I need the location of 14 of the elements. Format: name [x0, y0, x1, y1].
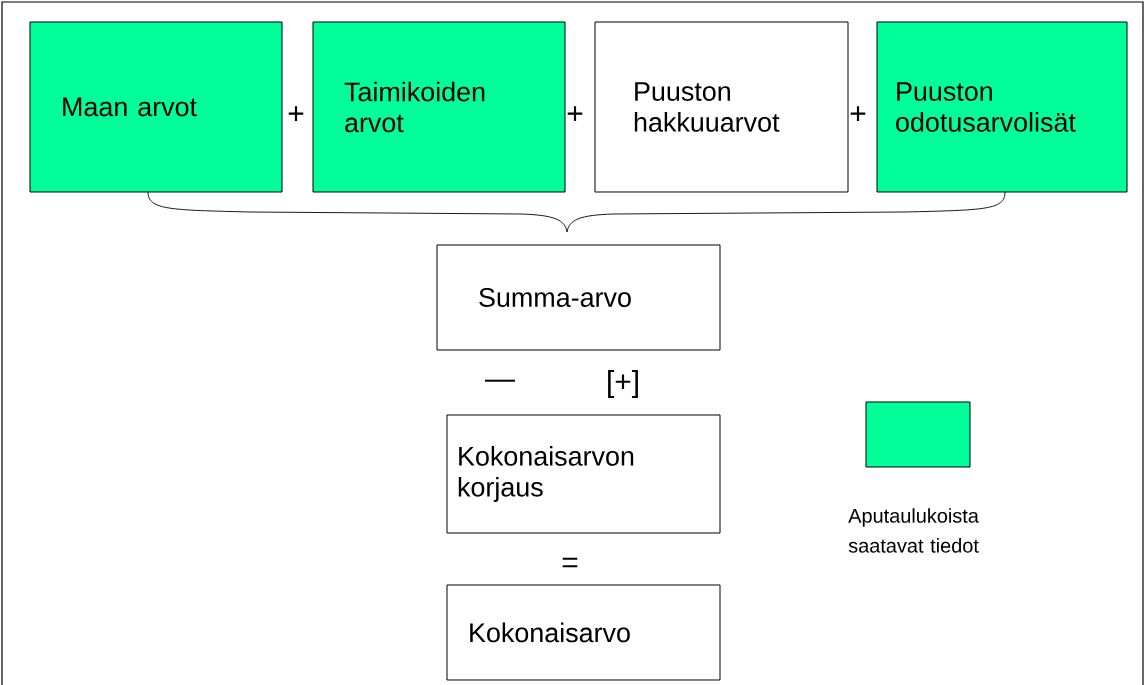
process-box: Kokonaisarvo: [446, 584, 721, 681]
process-box: Puuston hakkuuarvot: [594, 21, 849, 193]
process-box: Kokonaisarvon korjaus: [446, 414, 721, 534]
operator-sign: +: [850, 106, 866, 121]
value-box: Taimikoiden arvot: [312, 21, 566, 193]
operator-sign: =: [562, 557, 578, 568]
operator-sign: +: [288, 106, 304, 121]
legend-label: Aputaulukoista saatavat tiedot: [848, 508, 979, 553]
operator-sign: —: [485, 379, 515, 382]
operator-sign: +: [567, 106, 583, 121]
value-box: Maan arvot: [29, 21, 283, 193]
value-box: Puuston odotusarvolisät: [876, 21, 1128, 193]
operator-sign: [+]: [608, 370, 638, 398]
process-box: Summa-arvo: [436, 244, 721, 351]
